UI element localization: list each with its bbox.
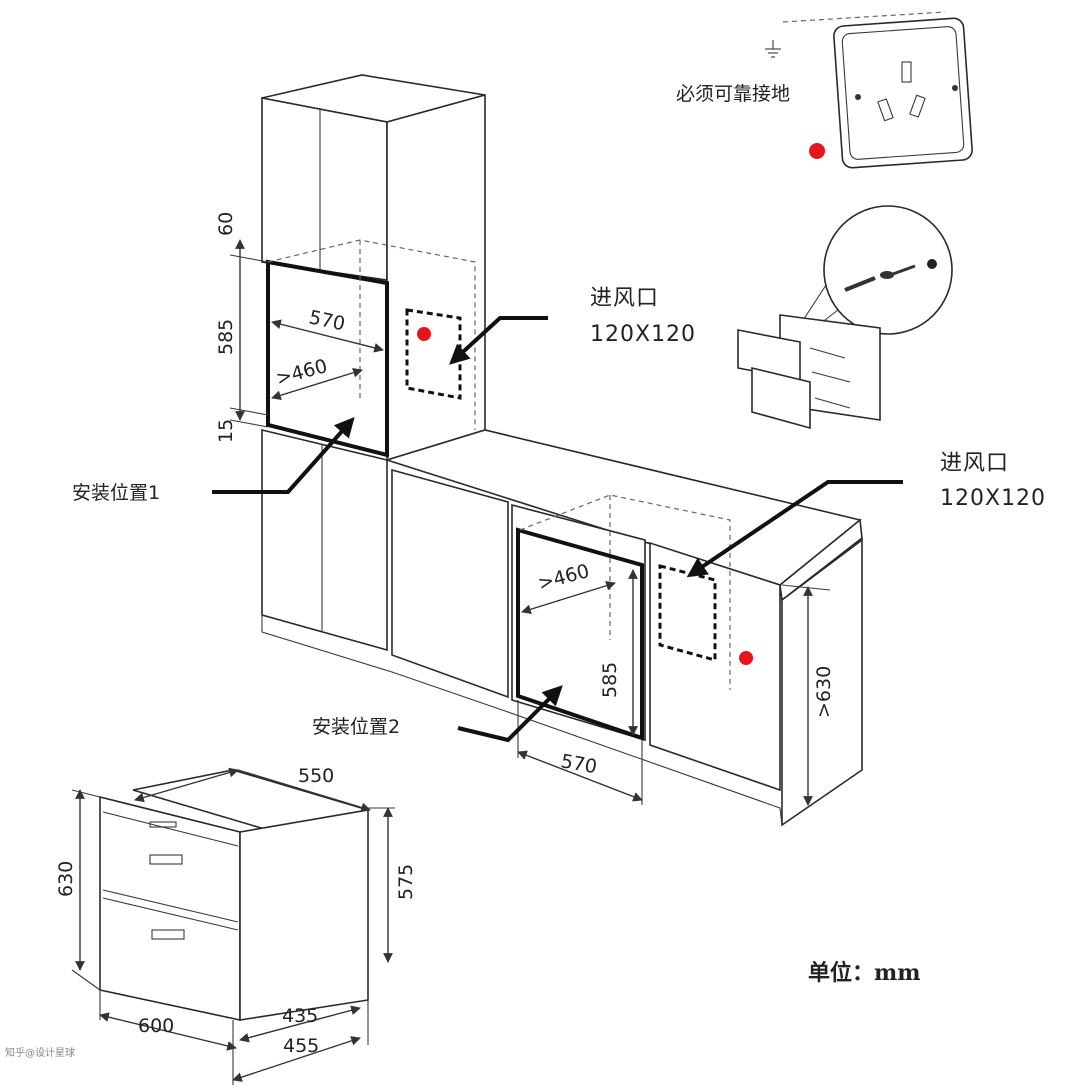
base-cabinet: [261, 429, 863, 827]
dim-unit-depth-inner: 435: [282, 1005, 318, 1027]
dim-tall-top-gap: 60: [215, 212, 237, 236]
dim-unit-depth-outer: 455: [283, 1035, 319, 1057]
dim-counter-height: >630: [813, 666, 835, 718]
dim-tall-height: 585: [215, 319, 237, 355]
dim-tall-bottom-gap: 15: [215, 419, 237, 443]
install-pos-1-label: 安装位置1: [72, 482, 160, 504]
dim-unit-width-bottom: 600: [138, 1015, 174, 1037]
dim-unit-height-front: 630: [55, 861, 77, 897]
vent-top-size: 120X120: [590, 322, 696, 347]
unit-label: 单位：mm: [808, 960, 921, 986]
cabinet-unit: [99, 769, 369, 1021]
screw-detail: [737, 205, 953, 430]
dim-unit-height-back: 575: [395, 864, 417, 900]
pointer-arrows: [212, 316, 903, 743]
dim-unit-width-top: 550: [298, 765, 334, 787]
vent-right-size: 120X120: [940, 486, 1046, 511]
dim-base-height: 585: [599, 662, 621, 698]
wall-socket: [765, 11, 973, 169]
grounding-label: 必须可靠接地: [676, 83, 790, 105]
dimension-lines: [71, 239, 831, 1085]
marker-vent-top: [417, 327, 431, 341]
marker-vent-right: [739, 651, 753, 665]
marker-socket: [809, 143, 825, 159]
vent-top-title: 进风口: [590, 286, 659, 311]
vent-right-title: 进风口: [940, 451, 1009, 476]
watermark: 知乎@设计星球: [5, 1046, 75, 1059]
dim-base-width: 570: [559, 750, 599, 778]
install-pos-2-label: 安装位置2: [312, 716, 400, 738]
